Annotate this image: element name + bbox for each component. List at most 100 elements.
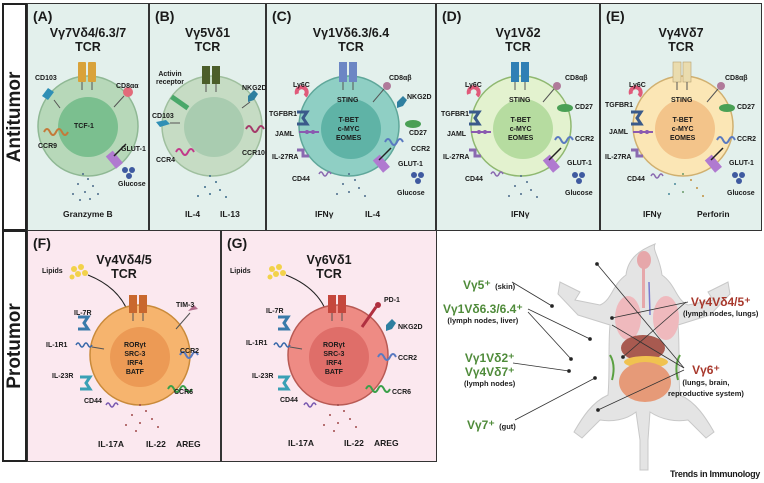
nucleus-factor: SRC-3 [124, 351, 146, 358]
ly6c-receptor-icon [628, 85, 643, 98]
nucleus-factor: BATF [125, 369, 144, 376]
mouse-label-vg6: Vγ6⁺(lungs, brain,reproductive system) [668, 363, 744, 399]
nucleus [58, 97, 118, 157]
protumor-row-label: Protumor [2, 230, 27, 462]
ccr2-receptor-icon [377, 353, 397, 361]
marker-label: CCR2 [575, 136, 595, 143]
marker-label: NKG2D [407, 94, 432, 101]
nucleus-factor: RORγt [323, 342, 345, 349]
cd103-receptor-icon [42, 88, 61, 109]
marker-label: Glucose [397, 190, 425, 197]
tcr-label: TCR [338, 40, 364, 54]
nkg2d-receptor-icon [386, 319, 396, 331]
ccr2-receptor-icon [716, 136, 736, 144]
marker-label: CCR2 [398, 355, 418, 362]
marker-label: CCR10 [242, 150, 265, 157]
cd44-receptor-icon [303, 402, 317, 408]
marker-label: IL-27RA [605, 154, 632, 161]
subset-name: Vγ1Vδ2⁺ [464, 351, 515, 365]
cd44-receptor-icon [318, 171, 332, 177]
marker-label: CD44 [465, 176, 483, 183]
lipids-label: Lipids [230, 268, 251, 275]
glut1-transporter-icon [105, 143, 127, 169]
nucleus [110, 327, 170, 387]
marker-label: NKG2D [242, 85, 267, 92]
secreted-output: IL-4 [365, 209, 381, 219]
ccr6-receptor-icon [167, 385, 193, 393]
cell-diagram [267, 264, 397, 432]
tcr-name: Vγ4Vδ7 [658, 26, 704, 40]
nucleus-factor: c-MYC [671, 126, 694, 133]
marker-label: JAML [447, 131, 467, 138]
marker-label: IL-23R [52, 373, 74, 380]
secretion-dots [336, 173, 366, 197]
glut1-transporter-icon [372, 147, 392, 173]
antitumor-text: Antitumor [3, 71, 25, 163]
nucleus-factor: T-BET [338, 117, 359, 124]
secreted-output: IL-17A [98, 439, 124, 449]
panel-letter: (B) [155, 8, 175, 24]
marker-label: JAML [275, 131, 295, 138]
marker-label: TGFBR1 [441, 111, 469, 118]
subset-location: (lymph nodes, liver) [447, 316, 519, 325]
secreted-output: Granzyme B [63, 209, 113, 219]
nkg2d-receptor-icon [241, 90, 258, 109]
cell-diagram [628, 61, 745, 197]
tcr-name: Vγ6Vδ1 [306, 253, 352, 267]
jaml-receptor-icon [471, 130, 491, 134]
marker-label: CD8αβ [725, 75, 748, 82]
activin-receptor-icon [170, 94, 190, 111]
cell-diagram [466, 62, 585, 198]
tcr-receptor-icon [328, 295, 346, 321]
tcr-receptor-icon [78, 62, 96, 90]
marker-label: TGFBR1 [269, 111, 297, 118]
cd27-receptor-icon [557, 104, 573, 112]
marker-label: Ly6C [293, 82, 310, 89]
tcr-name: Vγ5Vδ1 [184, 26, 231, 40]
nucleus [493, 99, 553, 159]
marker-label: CCR2 [737, 136, 757, 143]
il27ra-receptor-icon [297, 148, 309, 158]
marker-label: IL-1R1 [46, 342, 68, 349]
marker-label: IL-27RA [443, 154, 470, 161]
jaml-receptor-icon [299, 130, 319, 134]
nucleus-factor: c-MYC [337, 126, 360, 133]
marker-label: CD27 [737, 104, 755, 111]
secreted-output: IFNγ [315, 209, 334, 219]
cell-diagram [37, 62, 139, 201]
mouse-label-vg7: Vγ7⁺ (gut) [467, 416, 516, 434]
lipids-icon [69, 264, 88, 280]
tcr-label: TCR [75, 40, 101, 54]
marker-label: Glucose [118, 181, 146, 188]
nucleus-factor: EOMES [670, 135, 696, 142]
tcr-label: TCR [194, 40, 221, 54]
ly6c-receptor-icon [466, 85, 481, 98]
marker-label: CD8αβ [389, 75, 412, 82]
marker-label: CD8αα [116, 83, 139, 90]
panel-letter: (G) [227, 235, 248, 251]
pd1-receptor-icon [360, 302, 381, 328]
marker-label: GLUT-1 [729, 160, 754, 167]
marker-label: GLUT-1 [567, 160, 592, 167]
marker-label: CD27 [409, 130, 427, 137]
marker-label: IL-7R [74, 310, 92, 317]
tcr-receptor-icon [339, 62, 357, 90]
marker-label: Ly6C [465, 82, 482, 89]
marker-label: CCR2 [411, 146, 431, 153]
nucleus-factor: TCF-1 [74, 123, 94, 130]
ccr2-receptor-icon [179, 351, 199, 359]
ccr2-receptor-icon [554, 136, 574, 144]
marker-label: Glucose [727, 190, 755, 197]
marker-label: CD103 [152, 113, 174, 120]
secretion-dots [508, 175, 538, 198]
secreted-output: IL-13 [220, 209, 240, 219]
secreted-output: IL-4 [185, 209, 201, 219]
